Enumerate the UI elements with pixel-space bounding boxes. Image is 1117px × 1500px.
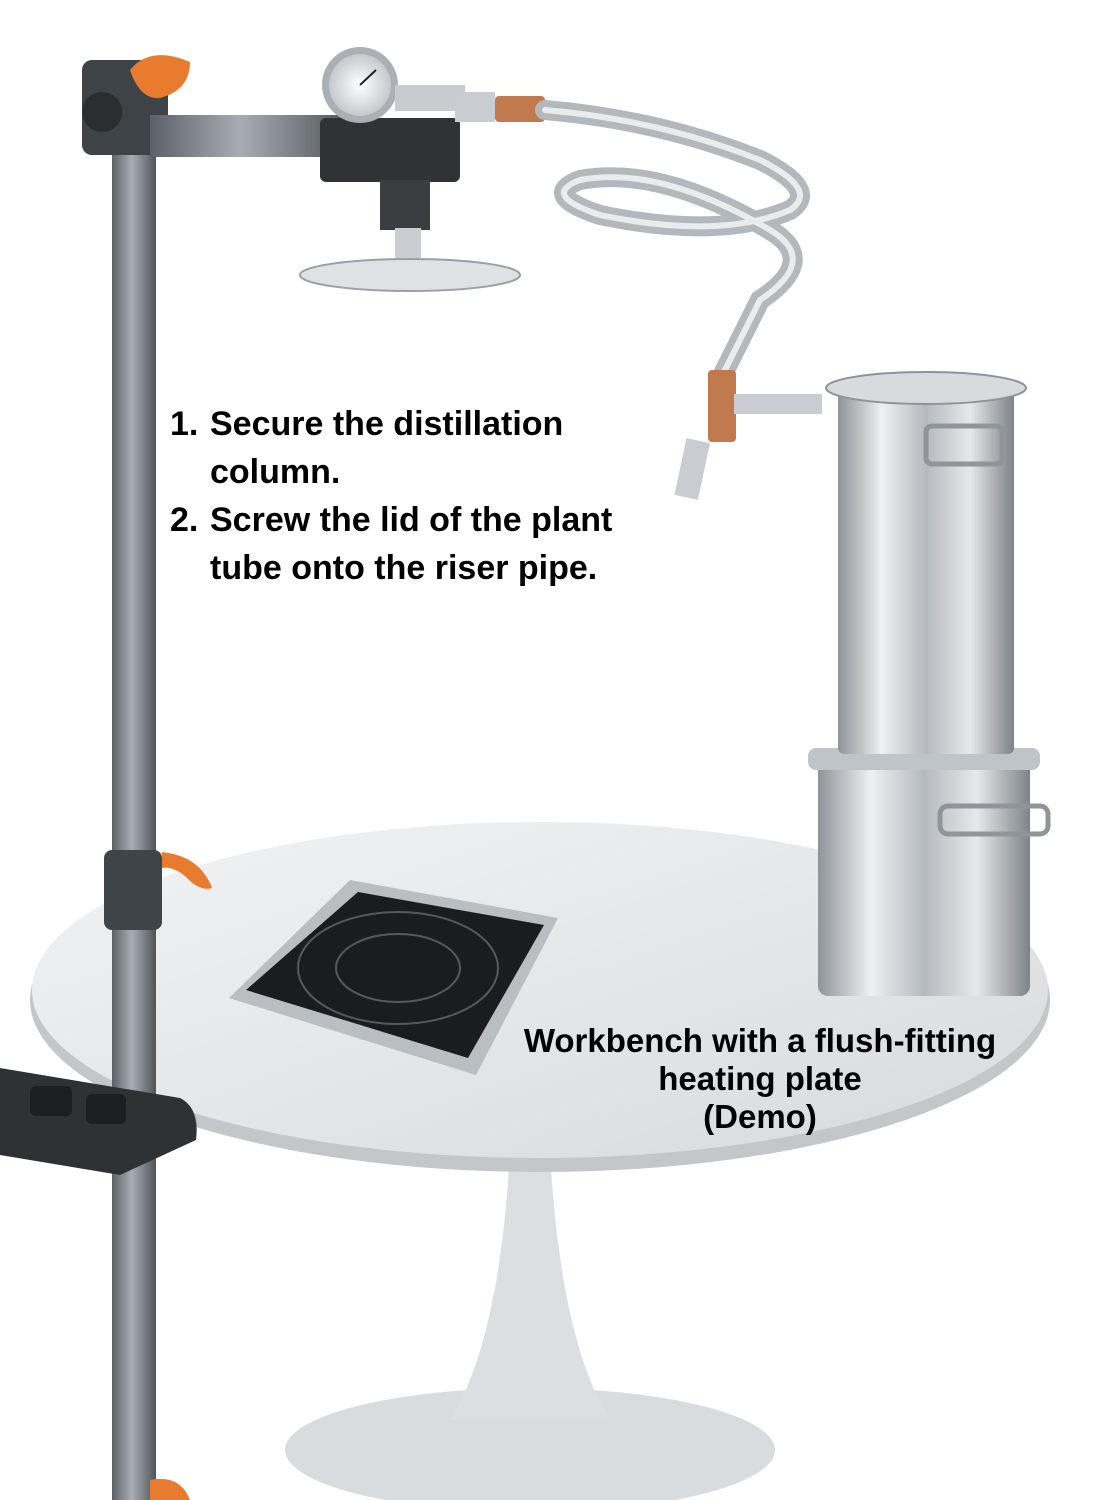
stand-pole (82, 60, 168, 1500)
step-text: Secure the distillation column. (210, 405, 564, 491)
caption-line-2: heating plate (658, 1060, 862, 1097)
caption-line-3: (Demo) (703, 1098, 817, 1135)
support-arm (150, 115, 521, 292)
pressure-gauge-icon (322, 47, 465, 123)
instruction-step-1: 1. Secure the distillation column. (170, 400, 650, 496)
tool-tray (0, 1068, 197, 1175)
step-number: 1. (170, 405, 199, 443)
stainless-pot-icon (808, 371, 1051, 996)
table-top (30, 822, 1050, 1172)
caption-line-1: Workbench with a flush-fitting (523, 1022, 997, 1059)
induction-hob-icon (229, 880, 558, 1075)
workbench-caption: Workbench with a flush-fitting heating p… (500, 1022, 1020, 1136)
step-number: 2. (170, 501, 199, 539)
step-text: Screw the lid of the plant tube onto the… (210, 501, 613, 587)
instruction-steps: 1. Secure the distillation column. 2. Sc… (170, 400, 650, 592)
coil-condenser-icon (455, 92, 822, 500)
instruction-step-2: 2. Screw the lid of the plant tube onto … (170, 496, 650, 592)
table-pedestal (285, 1150, 775, 1500)
